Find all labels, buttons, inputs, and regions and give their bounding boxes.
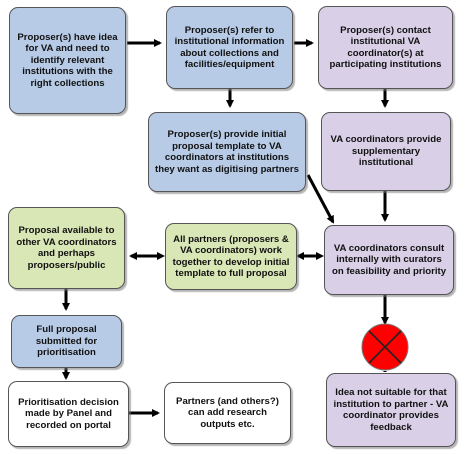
stop-marker-icon <box>361 323 409 371</box>
node-proposal-available: Proposal available to other VA coordinat… <box>8 207 125 289</box>
node-initial-proposal-template: Proposer(s) provide initial proposal tem… <box>148 112 306 192</box>
arrow-n4-to-n8 <box>306 174 335 224</box>
node-supplementary-info: VA coordinators provide supplementary in… <box>321 112 451 191</box>
node-idea-not-suitable: Idea not suitable for that institution t… <box>326 373 456 447</box>
node-refer-institutional-info: Proposer(s) refer to institutional infor… <box>166 6 293 89</box>
node-research-outputs: Partners (and others?) can add research … <box>164 382 291 444</box>
node-prioritisation-decision: Prioritisation decision made by Panel an… <box>8 381 129 447</box>
node-partners-work-together: All partners (proposers & VA coordinator… <box>165 223 297 290</box>
node-consult-curators: VA coordinators consult internally with … <box>324 225 454 295</box>
node-full-proposal-submitted: Full proposal submitted for prioritisati… <box>11 315 122 368</box>
node-proposer-idea: Proposer(s) have idea for VA and need to… <box>9 7 126 114</box>
node-contact-va-coordinators: Proposer(s) contact institutional VA coo… <box>318 6 453 89</box>
